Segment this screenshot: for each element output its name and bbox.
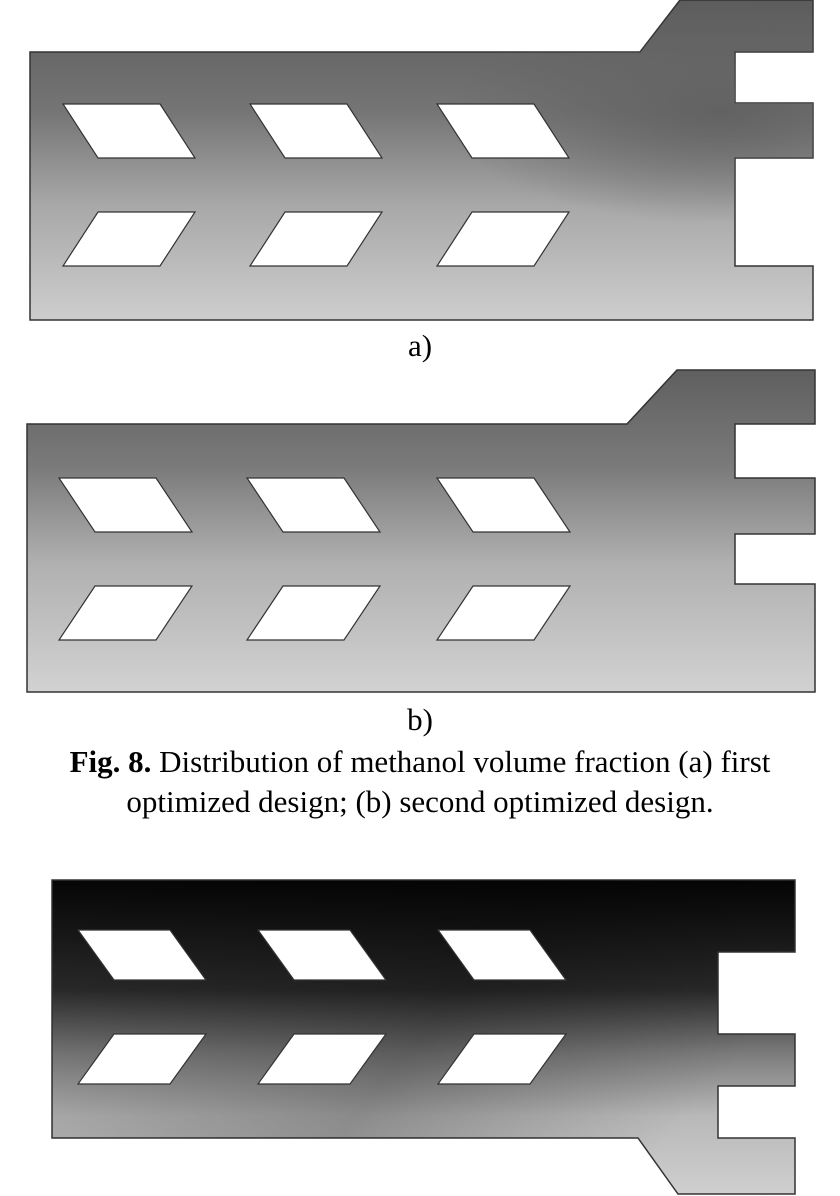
baffles-top-row bbox=[76, 929, 568, 981]
channel-domain bbox=[26, 369, 816, 693]
figure-caption: Fig. 8. Distribution of methanol volume … bbox=[0, 742, 840, 822]
caption-line-2: optimized design; (b) second optimized d… bbox=[126, 784, 714, 819]
contour-plot-b bbox=[26, 369, 816, 693]
panel-label-b: b) bbox=[407, 702, 433, 737]
baffles-top-row bbox=[57, 477, 572, 533]
baffles-bottom-row bbox=[57, 585, 572, 641]
baffles-bottom-row bbox=[61, 211, 571, 267]
baffles-top-row bbox=[61, 103, 571, 159]
baffles-bottom-row bbox=[76, 1033, 568, 1085]
caption-fig-number: Fig. 8. bbox=[69, 744, 152, 779]
contour-plot-a bbox=[29, 0, 814, 321]
caption-line-1: Distribution of methanol volume fraction… bbox=[151, 744, 771, 779]
panel-label-a: a) bbox=[407, 328, 433, 363]
contour-plot-c bbox=[51, 879, 796, 1195]
